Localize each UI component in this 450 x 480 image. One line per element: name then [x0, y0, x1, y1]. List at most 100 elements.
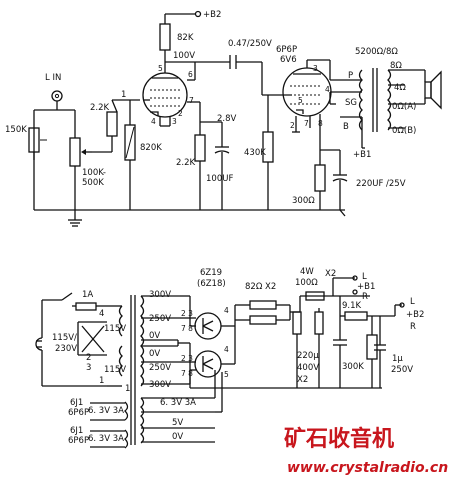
svg-text:100V: 100V — [173, 51, 195, 61]
svg-text:2: 2 — [86, 353, 91, 363]
svg-text:400V: 400V — [297, 363, 319, 373]
watermark-title: 矿石收音机 — [284, 426, 394, 452]
svg-text:9.1K: 9.1K — [342, 301, 362, 311]
svg-text:250V: 250V — [391, 365, 413, 375]
svg-text:+B1: +B1 — [353, 150, 371, 160]
volume-pot — [69, 137, 81, 167]
svg-text:4: 4 — [99, 309, 104, 319]
svg-text:250V: 250V — [149, 363, 171, 373]
svg-text:82K: 82K — [177, 33, 194, 43]
svg-text:+B2: +B2 — [203, 10, 221, 20]
svg-text:4Ω: 4Ω — [394, 83, 406, 93]
svg-text:1A: 1A — [82, 290, 93, 300]
watermark-url: www.crystalradio.cn — [287, 460, 448, 476]
cathode-resistor-300 — [314, 164, 326, 192]
grid-resistor-2k2 — [106, 111, 118, 137]
svg-text:3: 3 — [313, 64, 318, 73]
filter-cap-220-a — [292, 311, 302, 335]
svg-text:220UF /25V: 220UF /25V — [356, 179, 406, 189]
svg-text:7 8: 7 8 — [181, 324, 193, 333]
svg-text:3: 3 — [86, 363, 91, 373]
svg-text:430K: 430K — [244, 148, 266, 158]
cathode-resistor-2k2 — [194, 134, 206, 162]
svg-text:300Ω: 300Ω — [292, 196, 315, 206]
svg-text:2.2K: 2.2K — [176, 158, 196, 168]
power-supply-section: 115V/ 230V 1A 2 3 4 1 115V 115V 1 6 — [35, 267, 424, 449]
svg-text:4W: 4W — [300, 267, 314, 277]
svg-text:6. 3V 3A: 6. 3V 3A — [160, 398, 196, 408]
svg-text:115V/: 115V/ — [52, 333, 77, 343]
resistor-82-a — [249, 300, 277, 310]
svg-text:1μ: 1μ — [392, 354, 403, 364]
svg-text:X2: X2 — [325, 269, 336, 279]
output-tube — [282, 67, 332, 117]
svg-text:4: 4 — [224, 306, 229, 315]
svg-text:0V: 0V — [172, 432, 183, 442]
svg-text:7 8: 7 8 — [181, 369, 193, 378]
rectifier-tube-a — [194, 312, 222, 340]
svg-text:150K: 150K — [5, 125, 27, 135]
svg-text:6P6P: 6P6P — [276, 45, 297, 55]
svg-text:L: L — [410, 297, 415, 307]
svg-text:5: 5 — [298, 96, 303, 105]
svg-text:100Ω: 100Ω — [295, 278, 318, 288]
svg-text:3: 3 — [172, 117, 177, 126]
svg-text:500K: 500K — [82, 178, 104, 188]
input-jack — [51, 90, 63, 102]
svg-text:7: 7 — [304, 119, 309, 128]
svg-text:5200Ω/8Ω: 5200Ω/8Ω — [355, 47, 398, 57]
svg-text:R: R — [362, 292, 368, 302]
svg-text:+B1: +B1 — [357, 282, 375, 292]
svg-text:300V: 300V — [149, 380, 171, 390]
svg-text:8Ω: 8Ω — [390, 61, 402, 71]
svg-text:6J1: 6J1 — [70, 398, 83, 408]
svg-text:100K-: 100K- — [82, 168, 106, 178]
svg-text:0.47/250V: 0.47/250V — [228, 39, 272, 49]
svg-text:2.8V: 2.8V — [217, 114, 237, 124]
svg-text:220μ: 220μ — [297, 351, 319, 361]
svg-text:100UF: 100UF — [206, 174, 233, 184]
svg-text:6Z19: 6Z19 — [200, 268, 222, 278]
svg-text:2: 2 — [178, 109, 183, 118]
speaker-icon — [424, 70, 442, 110]
svg-text:0V: 0V — [149, 349, 160, 359]
svg-text:R: R — [410, 322, 416, 332]
svg-text:4: 4 — [325, 85, 330, 94]
svg-text:2.2K: 2.2K — [90, 103, 110, 113]
resistor-300k — [366, 334, 378, 360]
svg-text:6: 6 — [188, 70, 193, 79]
svg-text:300V: 300V — [149, 290, 171, 300]
resistor-9k1 — [344, 311, 368, 321]
plate-resistor-82k — [159, 23, 171, 51]
mains-plug-icon — [35, 337, 43, 351]
svg-text:(6Z18): (6Z18) — [197, 279, 226, 289]
svg-text:B: B — [343, 122, 349, 132]
svg-text:X2: X2 — [297, 375, 308, 385]
input-label: L IN — [45, 73, 61, 83]
svg-text:115V: 115V — [104, 365, 126, 375]
svg-text:300K: 300K — [342, 362, 364, 372]
svg-text:1: 1 — [121, 90, 126, 100]
rectifier-tube-b — [194, 350, 222, 378]
svg-text:2: 2 — [290, 121, 295, 130]
svg-text:L: L — [362, 272, 367, 282]
site-watermark: 矿石收音机 www.crystalradio.cn — [284, 426, 448, 476]
svg-text:250V: 250V — [149, 314, 171, 324]
svg-text:0V: 0V — [149, 331, 160, 341]
svg-text:2 3: 2 3 — [181, 354, 193, 363]
svg-text:7: 7 — [189, 96, 194, 105]
resistor-100-4w — [305, 291, 325, 301]
svg-text:115V: 115V — [104, 324, 126, 334]
output-transformer — [358, 68, 392, 132]
svg-text:6. 3V 3A: 6. 3V 3A — [88, 434, 124, 444]
svg-text:2 3: 2 3 — [181, 309, 193, 318]
svg-text:5: 5 — [224, 370, 229, 379]
resistor-82-b — [249, 315, 277, 325]
svg-text:+B2: +B2 — [406, 310, 424, 320]
svg-text:6P6P: 6P6P — [68, 408, 89, 418]
svg-text:5: 5 — [158, 64, 163, 73]
fuse — [75, 302, 97, 311]
svg-text:0Ω(A): 0Ω(A) — [392, 102, 416, 112]
svg-text:6J1: 6J1 — [70, 426, 83, 436]
